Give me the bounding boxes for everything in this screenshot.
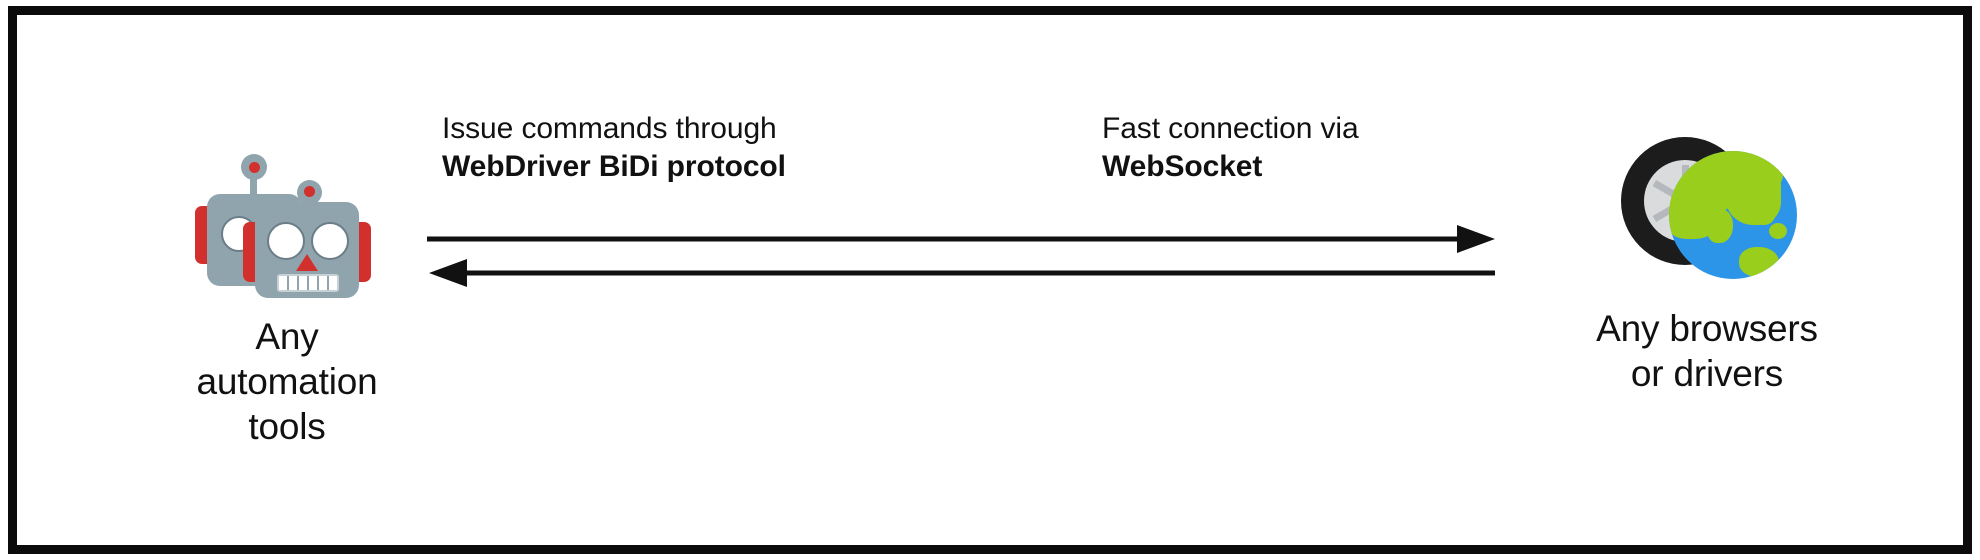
caption-line-1: Any browsers	[1596, 308, 1818, 349]
edge-label-commands-bold: WebDriver BiDi protocol	[442, 150, 786, 184]
arrow-group	[427, 225, 1495, 287]
node-automation-tools: Any automation tools	[77, 140, 497, 449]
robot-front	[243, 180, 371, 298]
edge-label-connection-light: Fast connection via	[1102, 112, 1359, 145]
diagram-frame: Any automation tools	[8, 6, 1972, 554]
caption-line-2: automation	[196, 361, 378, 403]
edge-label-connection-bold: WebSocket	[1102, 150, 1263, 184]
edge-label-commands-light: Issue commands through	[442, 112, 777, 145]
arrow-commands-right	[427, 225, 1495, 253]
globe-and-wheel-icon	[1597, 125, 1817, 290]
edge-label-commands: Issue commands through WebDriver BiDi pr…	[442, 110, 786, 187]
node-browsers-drivers: Any browsers or drivers	[1497, 125, 1917, 396]
robot-icon	[177, 140, 397, 300]
caption-line-2: or drivers	[1630, 353, 1784, 395]
edge-label-connection: Fast connection via WebSocket	[1102, 110, 1359, 187]
globe-icon	[1669, 151, 1797, 279]
diagram-canvas: Any automation tools	[17, 15, 1963, 545]
caption-line-1: Any	[255, 316, 319, 357]
automation-tools-caption: Any automation tools	[77, 314, 497, 449]
caption-line-3: tools	[248, 406, 326, 448]
arrow-connection-left	[429, 259, 1495, 287]
browsers-drivers-caption: Any browsers or drivers	[1497, 306, 1917, 396]
